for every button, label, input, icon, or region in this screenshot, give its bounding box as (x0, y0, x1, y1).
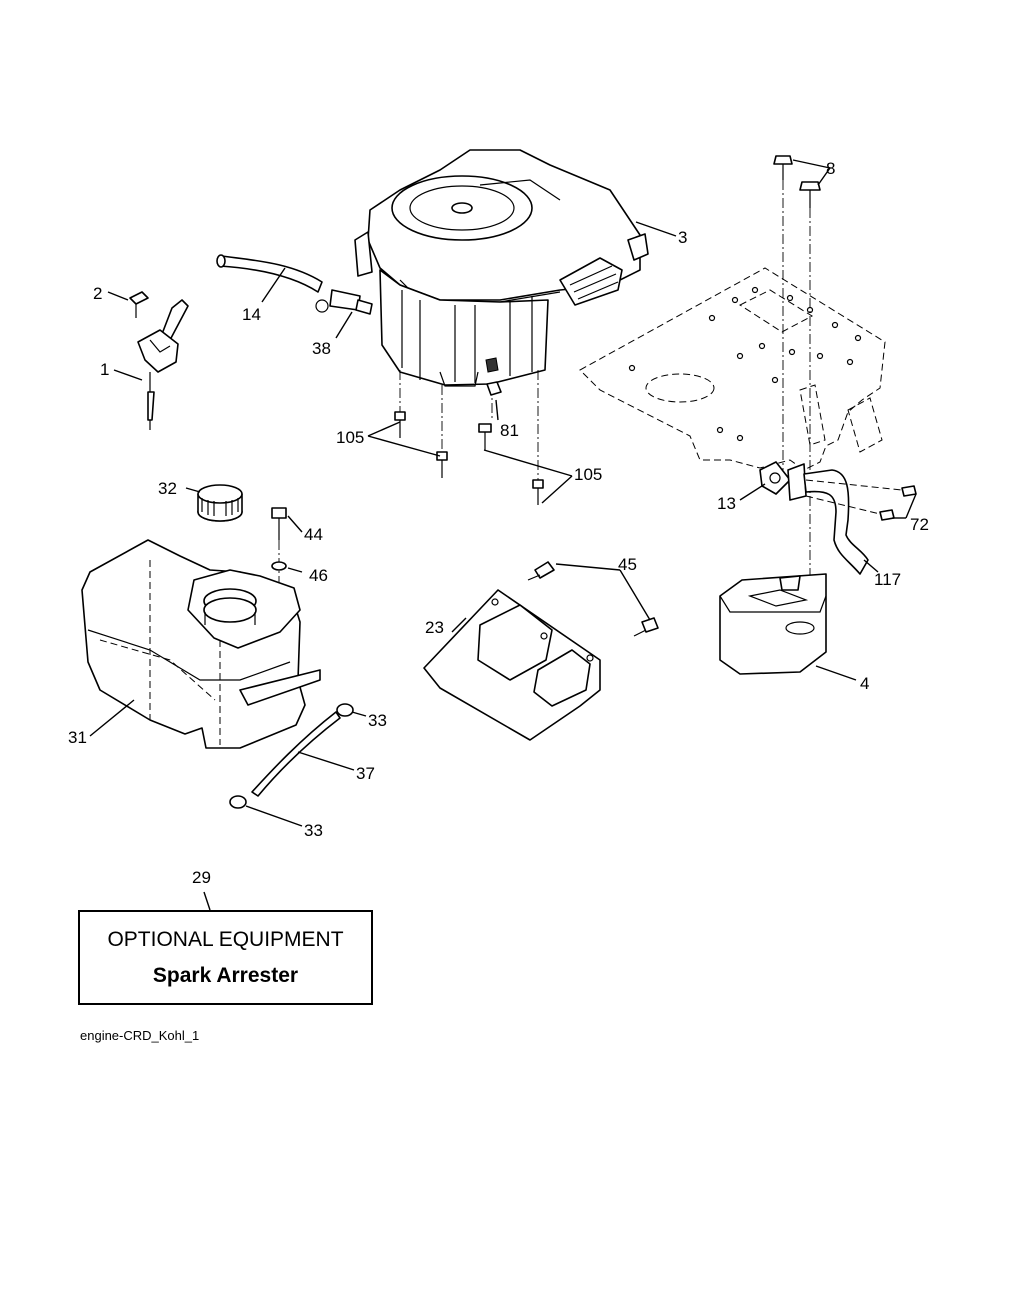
diagram-caption: engine-CRD_Kohl_1 (80, 1028, 200, 1043)
callout-1: 1 (100, 360, 109, 379)
callout-45: 45 (618, 555, 637, 574)
fuel-hose (251, 711, 341, 797)
callout-105-left: 105 (336, 428, 364, 447)
callout-33-lower: 33 (304, 821, 323, 840)
callout-32: 32 (158, 479, 177, 498)
callout-29: 29 (192, 868, 211, 887)
spark-arrester-label: Spark Arrester (152, 964, 299, 987)
callout-2: 2 (93, 284, 102, 303)
throttle-control (129, 291, 189, 430)
exhaust-assembly (759, 461, 917, 575)
callout-4: 4 (860, 674, 869, 693)
leader-lines (89, 159, 917, 911)
heat-shield (423, 561, 659, 741)
callout-14: 14 (242, 305, 261, 324)
callout-46: 46 (309, 566, 328, 585)
callout-117: 117 (874, 570, 901, 589)
callout-33-upper: 33 (368, 711, 387, 730)
callout-numbers: 2 1 3 8 14 38 105 81 105 32 44 46 31 33 … (68, 159, 929, 887)
callout-44: 44 (304, 525, 323, 544)
hose-clamps (229, 703, 354, 809)
mount-bolts (773, 155, 821, 590)
callout-13: 13 (717, 494, 736, 513)
callout-38: 38 (312, 339, 331, 358)
fuel-cap (197, 484, 243, 522)
callout-23: 23 (425, 618, 444, 637)
callout-105-right: 105 (574, 465, 602, 484)
optional-equipment-box: OPTIONAL EQUIPMENT Spark Arrester (78, 910, 373, 1005)
callout-8: 8 (826, 159, 835, 178)
muffler (719, 573, 827, 675)
tank-bolt (271, 507, 287, 680)
engine-mount-bolts (394, 370, 544, 505)
fuel-filter (315, 289, 373, 315)
callout-72: 72 (910, 515, 929, 534)
callout-81: 81 (500, 421, 519, 440)
callout-37: 37 (356, 764, 375, 783)
fuel-line (216, 254, 323, 293)
callout-3: 3 (678, 228, 687, 247)
optional-equipment-title: OPTIONAL EQUIPMENT (107, 928, 344, 951)
chassis-frame (579, 267, 886, 471)
callout-31: 31 (68, 728, 87, 747)
engine (354, 149, 649, 387)
fuel-tank (81, 539, 321, 749)
